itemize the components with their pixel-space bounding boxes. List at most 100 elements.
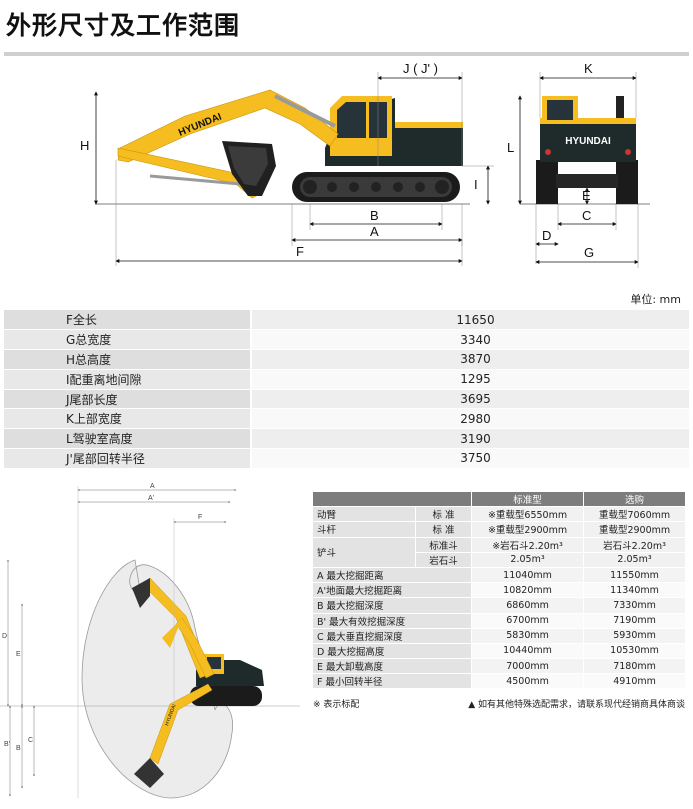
range-dim-b-prime: B' [4,741,10,748]
header-standard: 标准型 [470,490,585,508]
table-row: 岩石斗 2.05m³ 2.05m³ [313,551,686,568]
range-optional: 4910mm [583,673,686,690]
range-standard: 6700mm [470,612,585,629]
bucket-sub: 标准斗 [415,536,472,553]
excavator-front-view: HYUNDAI [536,96,638,204]
title-divider [4,52,689,56]
option-note: ▲ 如有其他特殊选配需求，请联系现代经销商具体商谈 [468,700,685,710]
config-sub: 标 准 [415,521,472,538]
spec-label: J尾部长度 [4,389,252,410]
dim-label-d: D [542,228,551,243]
config-optional: 重载型2900mm [583,521,686,538]
bucket-standard: ※岩石斗2.20m³ [470,536,585,553]
dimension-drawing: HYUNDAI HYUNDAI [80,61,650,268]
range-dim-b: B [16,745,21,752]
spec-value: 3695 [251,389,689,410]
range-label: A'地面最大挖掘距离 [312,582,472,599]
bucket-optional: 2.05m³ [583,551,686,568]
working-range-table: 标准型 选购 动臂 标 准 ※重载型6550mm 重载型7060mm 斗杆 标 … [312,490,686,690]
range-standard: 11040mm [470,566,585,584]
spec-label: L驾驶室高度 [4,428,252,450]
range-label: D 最大挖掘高度 [312,642,472,660]
table-header-row: 标准型 选购 [312,490,686,508]
range-dim-c: C [28,737,33,744]
range-label: C 最大垂直挖掘深度 [312,627,472,644]
bucket-group: 铲斗 [312,536,416,568]
spec-label: G总宽度 [4,329,252,351]
dim-label-i: I [474,177,478,192]
range-dim-f: F [198,514,202,521]
range-optional: 7190mm [583,612,686,629]
range-standard: 6860mm [470,597,585,614]
range-optional: 5930mm [583,627,686,644]
bucket-standard: 2.05m³ [470,551,585,568]
spec-label: K上部宽度 [4,408,252,430]
spec-value: 2980 [251,408,689,430]
dim-label-l: L [507,140,514,155]
config-standard: ※重载型2900mm [470,521,585,538]
header-blank [312,490,472,508]
spec-label: I配重离地间隙 [4,369,252,390]
spec-label: H总高度 [4,349,252,370]
unit-label: 单位: mm [630,293,681,306]
dim-label-b: B [370,208,379,223]
table-row: 动臂 标 准 ※重载型6550mm 重载型7060mm [312,506,686,523]
range-dim-d: D [2,633,7,640]
standard-note: ※ 表示标配 [313,700,360,710]
range-standard: 10440mm [470,642,585,660]
header-optional: 选购 [583,490,686,508]
dim-label-e: E [582,188,591,203]
excavator-side-view: HYUNDAI [117,89,463,202]
range-dim-e: E [16,651,21,658]
range-optional: 10530mm [583,642,686,660]
range-standard: 5830mm [470,627,585,644]
spec-label: J'尾部回转半径 [4,448,252,469]
table-row: 斗杆 标 准 ※重载型2900mm 重载型2900mm [312,521,686,538]
dim-label-j: J ( J' ) [403,61,438,76]
dim-label-g: G [584,245,594,260]
range-label: B' 最大有效挖掘深度 [312,612,472,629]
range-label: A 最大挖掘距离 [312,566,472,584]
range-optional: 11550mm [583,566,686,584]
page-title: 外形尺寸及工作范围 [6,11,241,40]
dim-label-a: A [370,224,379,239]
spec-value: 3340 [251,329,689,351]
bucket-optional: 岩石斗2.20m³ [583,536,686,553]
spec-value: 3750 [251,448,689,469]
range-standard: 7000mm [470,658,585,675]
spec-value: 1295 [251,369,689,390]
range-standard: 4500mm [470,673,585,690]
config-standard: ※重载型6550mm [470,506,585,523]
dim-label-k: K [584,61,593,76]
range-label: F 最小回转半径 [312,673,472,690]
config-group: 斗杆 [312,521,416,538]
spec-value: 3870 [251,349,689,370]
config-sub: 标 准 [415,506,472,523]
spec-label: F全长 [4,310,252,331]
range-label: E 最大卸载高度 [312,658,472,675]
working-range-drawing: HYUNDAI A A' F D E B' B C [0,483,300,799]
bucket-sub: 岩石斗 [415,551,472,568]
range-optional: 7180mm [583,658,686,675]
dim-label-h: H [80,138,89,153]
range-label: B 最大挖掘深度 [312,597,472,614]
range-optional: 11340mm [583,582,686,599]
front-brand-label: HYUNDAI [565,136,611,147]
config-optional: 重载型7060mm [583,506,686,523]
range-optional: 7330mm [583,597,686,614]
